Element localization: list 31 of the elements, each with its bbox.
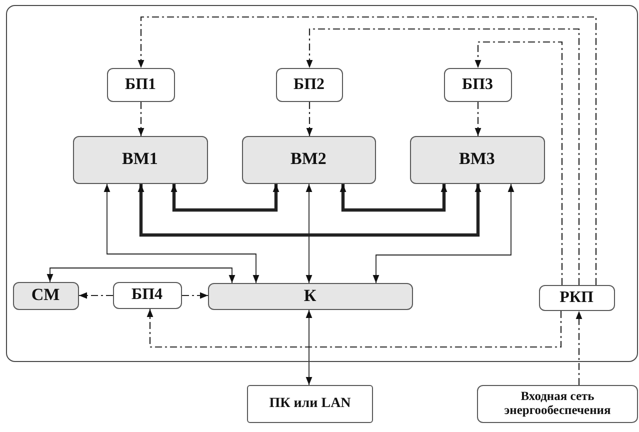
- block-box: БП1: [106, 68, 174, 102]
- block-box: РКП: [538, 284, 614, 310]
- connector-arrow: [474, 102, 482, 136]
- connector-arrow: [146, 309, 562, 348]
- connector-arrow: [306, 28, 580, 285]
- external-box: Входная сеть энергообеспечения: [477, 385, 638, 423]
- module-box: ВМ3: [410, 136, 544, 184]
- block-box: БП4: [112, 282, 182, 308]
- connector-arrow: [182, 292, 208, 299]
- connector-arrow: [340, 184, 448, 212]
- connector-arrow: [170, 184, 280, 212]
- connector-arrow: [576, 311, 582, 385]
- connector-arrow: [306, 184, 312, 284]
- block-box: БП3: [444, 68, 512, 102]
- connector-arrow: [138, 102, 144, 136]
- controller-box: К: [208, 282, 412, 310]
- connector-arrow: [104, 184, 260, 284]
- connector-arrow: [306, 310, 312, 386]
- connector-arrow: [138, 16, 597, 285]
- module-box: ВМ1: [72, 136, 208, 184]
- connector-arrow: [79, 292, 113, 299]
- system-frame: [6, 5, 638, 362]
- connector-arrow: [138, 184, 482, 237]
- module-box: ВМ2: [242, 136, 376, 184]
- module-box: СМ: [12, 282, 78, 310]
- external-box: ПК или LAN: [247, 385, 373, 423]
- block-box: БП2: [276, 68, 342, 102]
- connector-arrow: [372, 184, 514, 284]
- connector-arrow: [474, 41, 563, 285]
- connector-arrow: [46, 268, 236, 284]
- connector-arrow: [306, 102, 313, 136]
